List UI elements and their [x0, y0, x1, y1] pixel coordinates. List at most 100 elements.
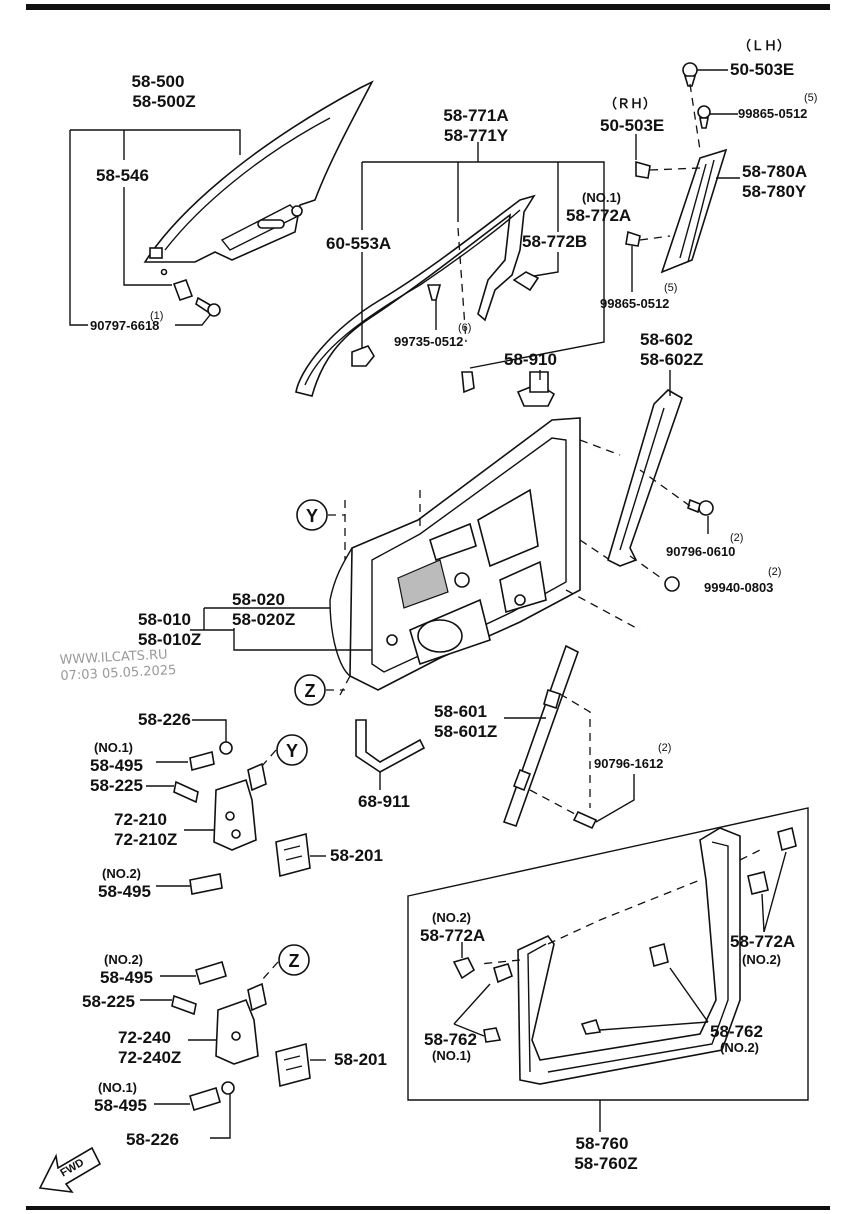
watermark: WWW.ILCATS.RU 07:03 05.05.2025 [59, 647, 177, 685]
label-99735: 99735-0512 [394, 334, 464, 349]
label-no1-b: (NO.1) [94, 740, 133, 755]
label-no2-e: (NO.2) [720, 1040, 759, 1055]
label-58-495-c: 58-495 [100, 968, 153, 987]
label-72-240z: 72-240Z [118, 1048, 182, 1067]
label-58-910: 58-910 [504, 350, 557, 369]
label-no2-c: (NO.2) [432, 910, 471, 925]
marker-z-mid [278, 944, 310, 976]
upper-shim [275, 832, 311, 878]
marker-z-top [294, 674, 326, 706]
door-leaders [190, 607, 372, 651]
label-90796-1612: 90796-1612 [594, 756, 664, 771]
label-z-mid: Z [288, 951, 300, 971]
label-no1-a: (NO.1) [582, 190, 621, 205]
label-58-225-a: 58-225 [90, 776, 143, 795]
label-99865-a: 99865-0512 [738, 106, 808, 121]
label-50-503e-lh: 50-503E [730, 60, 795, 79]
regulator-leaders [504, 693, 635, 823]
label-qty5-a: (5) [804, 92, 818, 104]
label-58-772a-right: 58-772A [730, 932, 796, 951]
label-no1-c: (NO.1) [98, 1080, 137, 1095]
label-qty5-b: (5) [664, 282, 678, 294]
label-58-020z: 58-020Z [232, 610, 296, 629]
weatherstrip-clips [452, 826, 797, 1043]
label-lh: （ＬＨ） [738, 38, 791, 53]
label-58-771y: 58-771Y [443, 126, 509, 145]
label-72-240: 72-240 [118, 1028, 171, 1047]
label-58-500z: 58-500Z [132, 92, 196, 111]
molding-clips [625, 62, 711, 247]
label-72-210: 72-210 [114, 810, 167, 829]
label-99865-b: 99865-0512 [600, 296, 670, 311]
weatherstrip [517, 827, 741, 1085]
upper-hinge [213, 762, 267, 851]
label-rh: （ＲＨ） [604, 96, 657, 111]
label-72-210z: 72-210Z [114, 830, 178, 849]
weatherstrip-box [407, 807, 809, 1101]
label-99940: 99940-0803 [704, 580, 774, 595]
molding-leaders [631, 69, 740, 292]
label-no2-b: (NO.2) [104, 952, 143, 967]
label-58-772a-top: 58-772A [566, 206, 632, 225]
upper-hinge-bolts [173, 741, 233, 895]
marker-y-top [296, 499, 328, 531]
label-58-602: 58-602 [640, 330, 693, 349]
label-z-top: Z [304, 681, 316, 701]
regulator-channel [502, 644, 579, 828]
label-58-546: 58-546 [96, 166, 149, 185]
run-channel [295, 194, 536, 397]
label-58-495-a: 58-495 [90, 756, 143, 775]
label-58-760z: 58-760Z [574, 1154, 638, 1173]
door-panel [329, 417, 581, 691]
label-58-601: 58-601 [434, 702, 487, 721]
channel-leaders [361, 142, 605, 369]
label-90797: 90797-6618 [90, 318, 160, 333]
label-50-503e-rh: 50-503E [600, 116, 665, 135]
rear-channel-bolts [664, 498, 714, 592]
check-strap [355, 719, 426, 773]
bottom-border [26, 1206, 830, 1210]
lower-shim [275, 1042, 311, 1088]
door-glass [143, 80, 374, 263]
label-58-762-l: 58-762 [424, 1030, 477, 1049]
top-border [26, 4, 830, 10]
label-58-602z: 58-602Z [640, 350, 704, 369]
label-58-010: 58-010 [138, 610, 191, 629]
label-58-772b: 58-772B [522, 232, 588, 251]
door-dashed-outline [339, 439, 641, 696]
label-58-601z: 58-601Z [434, 722, 498, 741]
label-58-780a: 58-780A [742, 162, 808, 181]
label-qty2-c: (2) [658, 742, 672, 754]
label-qty2-a: (2) [730, 532, 744, 544]
label-58-201-a: 58-201 [330, 846, 383, 865]
lower-hinge [215, 982, 267, 1065]
label-y-mid: Y [285, 741, 299, 761]
stopper [516, 371, 556, 407]
label-58-010z: 58-010Z [138, 630, 202, 649]
label-58-780y: 58-780Y [742, 182, 807, 201]
label-58-226-b: 58-226 [126, 1130, 179, 1149]
label-no1-d: (NO.1) [432, 1048, 471, 1063]
rear-channel-leaders [629, 370, 709, 581]
glass-leaders [69, 129, 241, 326]
weatherstrip-leaders [453, 849, 787, 1132]
label-60-553a: 60-553A [326, 234, 392, 253]
label-68-911: 68-911 [358, 792, 410, 811]
label-no2-a: (NO.2) [102, 866, 141, 881]
lower-hinge-bolts [171, 960, 235, 1112]
label-58-201-b: 58-201 [334, 1050, 387, 1069]
label-58-495-d: 58-495 [94, 1096, 147, 1115]
fwd-arrow-icon [38, 1146, 102, 1194]
rear-run-channel [607, 389, 683, 567]
label-58-500: 58-500 [131, 72, 185, 91]
label-58-495-b: 58-495 [98, 882, 151, 901]
label-58-760: 58-760 [575, 1134, 629, 1153]
label-58-225-b: 58-225 [82, 992, 135, 1011]
label-58-020: 58-020 [232, 590, 285, 609]
marker-y-mid [276, 734, 308, 766]
label-58-226-a: 58-226 [138, 710, 191, 729]
label-90796-0610: 90796-0610 [666, 544, 736, 559]
regulator-bolt [572, 810, 598, 830]
glass-bracket [160, 268, 194, 302]
